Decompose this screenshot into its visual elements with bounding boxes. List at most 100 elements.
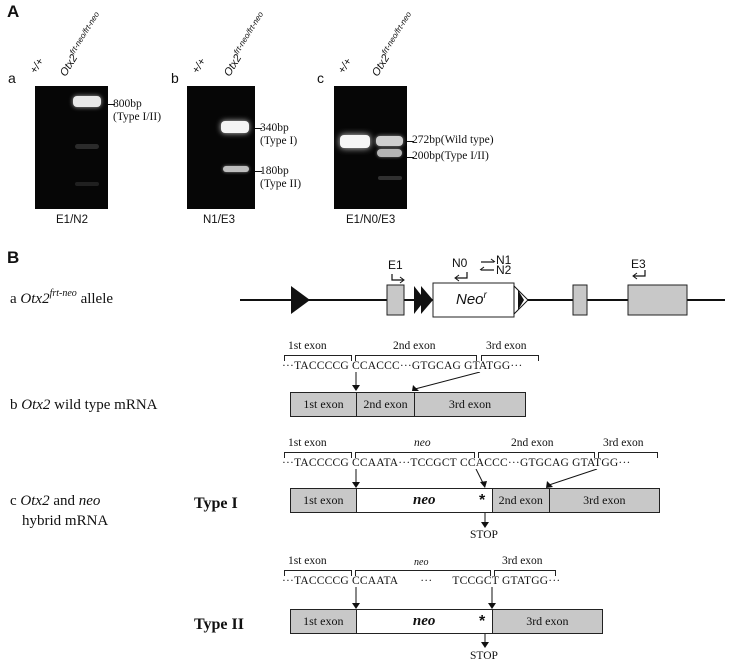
primer-e3-label: E3 bbox=[631, 257, 646, 271]
t1-bracket-3 bbox=[598, 452, 658, 458]
gel-b-image bbox=[187, 86, 255, 209]
panel-b-letter: B bbox=[7, 248, 20, 267]
gel-b-band-label-340: 340bp (Type I) bbox=[260, 122, 298, 147]
allele-diagram bbox=[240, 258, 725, 318]
neo-box-label: Neor bbox=[456, 290, 487, 308]
gel-c-band-272-mut bbox=[376, 136, 403, 146]
t2-box-neo: neo bbox=[356, 610, 493, 633]
gel-b-lane2-label: Otx2frt-neo/frt-neo bbox=[221, 10, 266, 79]
wt-arrows bbox=[352, 372, 481, 391]
wt-header-1st: 1st exon bbox=[288, 340, 327, 352]
t2-header-neo: neo bbox=[414, 557, 429, 568]
wt-bracket-1 bbox=[284, 355, 352, 361]
frt-site-2b bbox=[421, 286, 433, 314]
t1-bracket-neo bbox=[355, 452, 475, 458]
wt-box-exon2: 2nd exon bbox=[357, 393, 415, 416]
primer-e1-label: E1 bbox=[388, 258, 403, 272]
t1-stop-star: * bbox=[479, 492, 486, 509]
gel-c-band-label-272: 272bp(Wild type) bbox=[412, 134, 494, 146]
gel-b-sublabel: b bbox=[171, 70, 179, 86]
t1-stop-label: STOP bbox=[470, 529, 498, 541]
primer-n0-head bbox=[454, 274, 460, 282]
frt-site-2 bbox=[414, 286, 425, 314]
t1-bracket-1 bbox=[284, 452, 352, 458]
gel-c-primers: E1/N0/E3 bbox=[346, 214, 396, 226]
gel-a-band-label: 800bp (Type I/II) bbox=[113, 98, 162, 123]
frt-site-3b bbox=[518, 290, 524, 310]
t2-stop-star: * bbox=[479, 613, 486, 630]
t1-header-3rd: 3rd exon bbox=[603, 437, 644, 449]
t1-box-exon2: 2nd exon bbox=[492, 489, 550, 512]
gel-c-band-label-200: 200bp(Type I/II) bbox=[412, 150, 489, 162]
t2-box-exon3: 3rd exon bbox=[492, 610, 602, 633]
t1-sequence: ···TACCCCG CCAATA···TCCGCT CCACCC···GTGC… bbox=[282, 457, 631, 469]
t1-header-1st: 1st exon bbox=[288, 437, 327, 449]
primer-e3-arrow bbox=[634, 270, 646, 277]
gel-c-image bbox=[334, 86, 407, 209]
t1-box-exon3: 3rd exon bbox=[549, 489, 659, 512]
gel-a-smear2 bbox=[75, 182, 99, 186]
t1-mrna-bar: 1st exon neo 2nd exon 3rd exon bbox=[290, 488, 660, 513]
t2-stop-label: STOP bbox=[470, 650, 498, 662]
gel-a-lane2-label: Otx2frt-neo/frt-neo bbox=[57, 10, 102, 79]
gel-b-primers: N1/E3 bbox=[203, 214, 235, 226]
gel-b-tick-340 bbox=[255, 128, 262, 129]
exon-3-box bbox=[627, 284, 688, 316]
t1-type-label: Type I bbox=[194, 495, 238, 512]
t2-bracket-1 bbox=[284, 570, 352, 576]
primer-n2-head bbox=[479, 266, 485, 271]
gel-c-smear bbox=[378, 176, 402, 180]
gel-c-tick-272 bbox=[407, 141, 414, 142]
gel-c-sublabel: c bbox=[317, 70, 324, 86]
gel-b-tick-180 bbox=[255, 171, 262, 172]
t1-header-neo: neo bbox=[414, 437, 431, 449]
t2-arrows bbox=[352, 587, 496, 648]
t1-arrows bbox=[352, 469, 598, 528]
t2-type-label: Type II bbox=[194, 616, 244, 633]
wt-header-3rd: 3rd exon bbox=[486, 340, 527, 352]
gel-b-band-label-180: 180bp (Type II) bbox=[260, 165, 302, 190]
exon-2-box bbox=[572, 284, 588, 316]
gel-b-lane1-label: +/+ bbox=[189, 56, 209, 76]
wt-box-exon3: 3rd exon bbox=[415, 393, 525, 416]
neo-box bbox=[432, 282, 515, 318]
allele-label: a Otx2frt-neo allele bbox=[10, 288, 114, 307]
t2-header-1st: 1st exon bbox=[288, 555, 327, 567]
primer-n2-label: N2 bbox=[496, 263, 512, 277]
wt-sequence: ···TACCCCG CCACCC···GTGCAG GTATGG··· bbox=[282, 360, 523, 372]
t1-box-exon1: 1st exon bbox=[291, 489, 357, 512]
t2-bracket-neo bbox=[355, 570, 491, 576]
primer-n0-arrow bbox=[456, 272, 468, 279]
t2-bracket-3 bbox=[494, 570, 556, 576]
exon-1-box bbox=[386, 284, 405, 316]
hybrid-label: c Otx2 and neo hybrid mRNA bbox=[10, 493, 109, 529]
frt-site-1 bbox=[291, 286, 310, 314]
wt-header-2nd: 2nd exon bbox=[393, 340, 436, 352]
gel-c-band-200 bbox=[377, 149, 402, 157]
primer-n1-label: N1 bbox=[496, 253, 512, 267]
primer-n0-label: N0 bbox=[452, 256, 468, 270]
wt-bracket-2 bbox=[355, 355, 477, 361]
panel-a-letter: A bbox=[7, 2, 20, 21]
t2-sequence: ···TACCCCG CCAATA···TCCGCT GTATGG··· bbox=[282, 575, 561, 587]
t1-box-neo: neo bbox=[356, 489, 493, 512]
gel-c-band-272-wt bbox=[340, 135, 370, 148]
gel-a-lane1-label: +/+ bbox=[27, 56, 47, 76]
t2-header-3rd: 3rd exon bbox=[502, 555, 543, 567]
primer-e1-arrow bbox=[391, 274, 403, 281]
gel-a-smear bbox=[75, 144, 99, 149]
wt-mrna-bar: 1st exon 2nd exon 3rd exon bbox=[290, 392, 526, 417]
gel-a-tick-800 bbox=[108, 104, 115, 105]
gel-a-primers: E1/N2 bbox=[56, 214, 88, 226]
gel-b-band-340 bbox=[221, 121, 249, 133]
primer-e1-head bbox=[399, 276, 405, 284]
gel-a-image bbox=[35, 86, 108, 209]
gel-c-tick-200 bbox=[407, 157, 414, 158]
gel-c-lane2-label: Otx2frt-neo/frt-neo bbox=[369, 10, 414, 79]
gel-b-band-180 bbox=[223, 166, 249, 172]
gel-a-band-800 bbox=[73, 96, 101, 107]
wt-mrna-label: b Otx2 wild type mRNA bbox=[10, 397, 158, 413]
wt-bracket-3 bbox=[481, 355, 539, 361]
t1-bracket-2 bbox=[478, 452, 595, 458]
